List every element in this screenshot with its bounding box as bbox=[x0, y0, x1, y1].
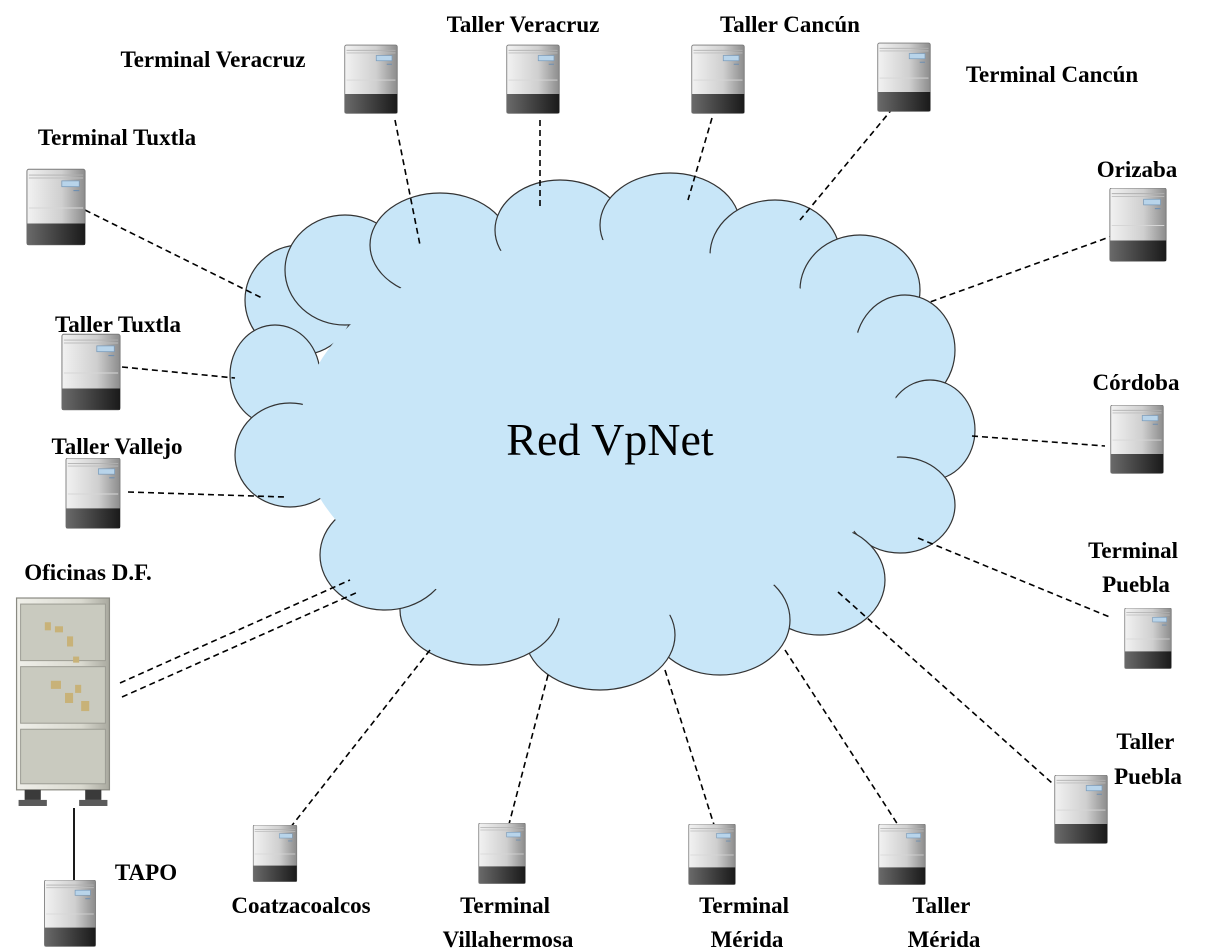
link-terminal-puebla bbox=[917, 537, 1113, 619]
rack-icon-oficinas-df bbox=[15, 597, 111, 807]
cloud-title: Red VpNet bbox=[506, 414, 714, 465]
link-terminal-villahermosa bbox=[507, 674, 549, 829]
label-terminal-veracruz: Terminal Veracruz bbox=[120, 47, 305, 72]
link-cordoba bbox=[971, 435, 1106, 447]
label-oficinas-df: Oficinas D.F. bbox=[24, 560, 152, 585]
link-taller-vallejo bbox=[127, 491, 286, 498]
link-taller-merida bbox=[784, 649, 901, 829]
pbx-icon-terminal-tuxtla bbox=[26, 168, 86, 246]
pbx-icon-taller-vallejo bbox=[65, 458, 121, 529]
pbx-icon-taller-merida bbox=[878, 824, 926, 885]
link-taller-cancun bbox=[687, 117, 713, 201]
pbx-icon-terminal-veracruz bbox=[344, 44, 398, 114]
label-taller-cancun: Taller Cancún bbox=[720, 12, 860, 37]
pbx-icon-terminal-puebla bbox=[1124, 608, 1172, 670]
pbx-icon-orizaba bbox=[1109, 188, 1167, 262]
label-taller-vallejo: Taller Vallejo bbox=[52, 434, 183, 459]
pbx-icon-taller-puebla bbox=[1054, 775, 1108, 844]
link-terminal-veracruz bbox=[394, 119, 421, 246]
link-coatzacoalcos bbox=[289, 649, 431, 829]
link-taller-tuxtla bbox=[121, 366, 236, 379]
pbx-icon-terminal-merida bbox=[688, 824, 736, 885]
label-terminal-cancun: Terminal Cancún bbox=[966, 62, 1139, 87]
link-oficinas-df-2 bbox=[121, 591, 359, 698]
label-coatzacoalcos: Coatzacoalcos bbox=[231, 893, 370, 918]
label-taller-veracruz: Taller Veracruz bbox=[447, 12, 600, 37]
label-terminal-merida: Terminal Mérida bbox=[699, 893, 795, 951]
link-terminal-merida bbox=[664, 669, 716, 829]
label-taller-tuxtla: Taller Tuxtla bbox=[55, 312, 181, 337]
label-terminal-villahermosa: Terminal Villahermosa bbox=[443, 893, 574, 951]
pbx-icon-tapo bbox=[43, 880, 97, 947]
link-orizaba bbox=[929, 234, 1116, 303]
link-terminal-cancun bbox=[799, 107, 894, 221]
link-taller-puebla bbox=[837, 591, 1053, 784]
pbx-icon-coatzacoalcos bbox=[252, 825, 298, 883]
label-cordoba: Córdoba bbox=[1093, 370, 1180, 395]
pbx-icon-terminal-cancun bbox=[877, 42, 931, 112]
site-labels: Terminal Veracruz Taller Veracruz Taller… bbox=[24, 12, 1184, 951]
connections bbox=[73, 107, 1116, 888]
pbx-icon-taller-veracruz bbox=[506, 44, 560, 114]
link-terminal-tuxtla bbox=[84, 209, 263, 299]
pbx-icon-taller-cancun bbox=[691, 44, 745, 114]
vpnet-cloud bbox=[229, 172, 976, 691]
pbx-icon-terminal-villahermosa bbox=[478, 823, 526, 885]
label-tapo: TAPO bbox=[115, 860, 177, 885]
pbx-icon-cordoba bbox=[1110, 405, 1164, 474]
label-taller-merida: Taller Mérida bbox=[908, 893, 981, 951]
label-taller-puebla: Taller Puebla bbox=[1114, 729, 1182, 789]
link-oficinas-df-1 bbox=[119, 579, 351, 684]
label-terminal-puebla: Terminal Puebla bbox=[1088, 538, 1184, 597]
label-orizaba: Orizaba bbox=[1097, 157, 1178, 182]
pbx-icon-taller-tuxtla bbox=[61, 333, 121, 411]
label-terminal-tuxtla: Terminal Tuxtla bbox=[38, 125, 197, 150]
